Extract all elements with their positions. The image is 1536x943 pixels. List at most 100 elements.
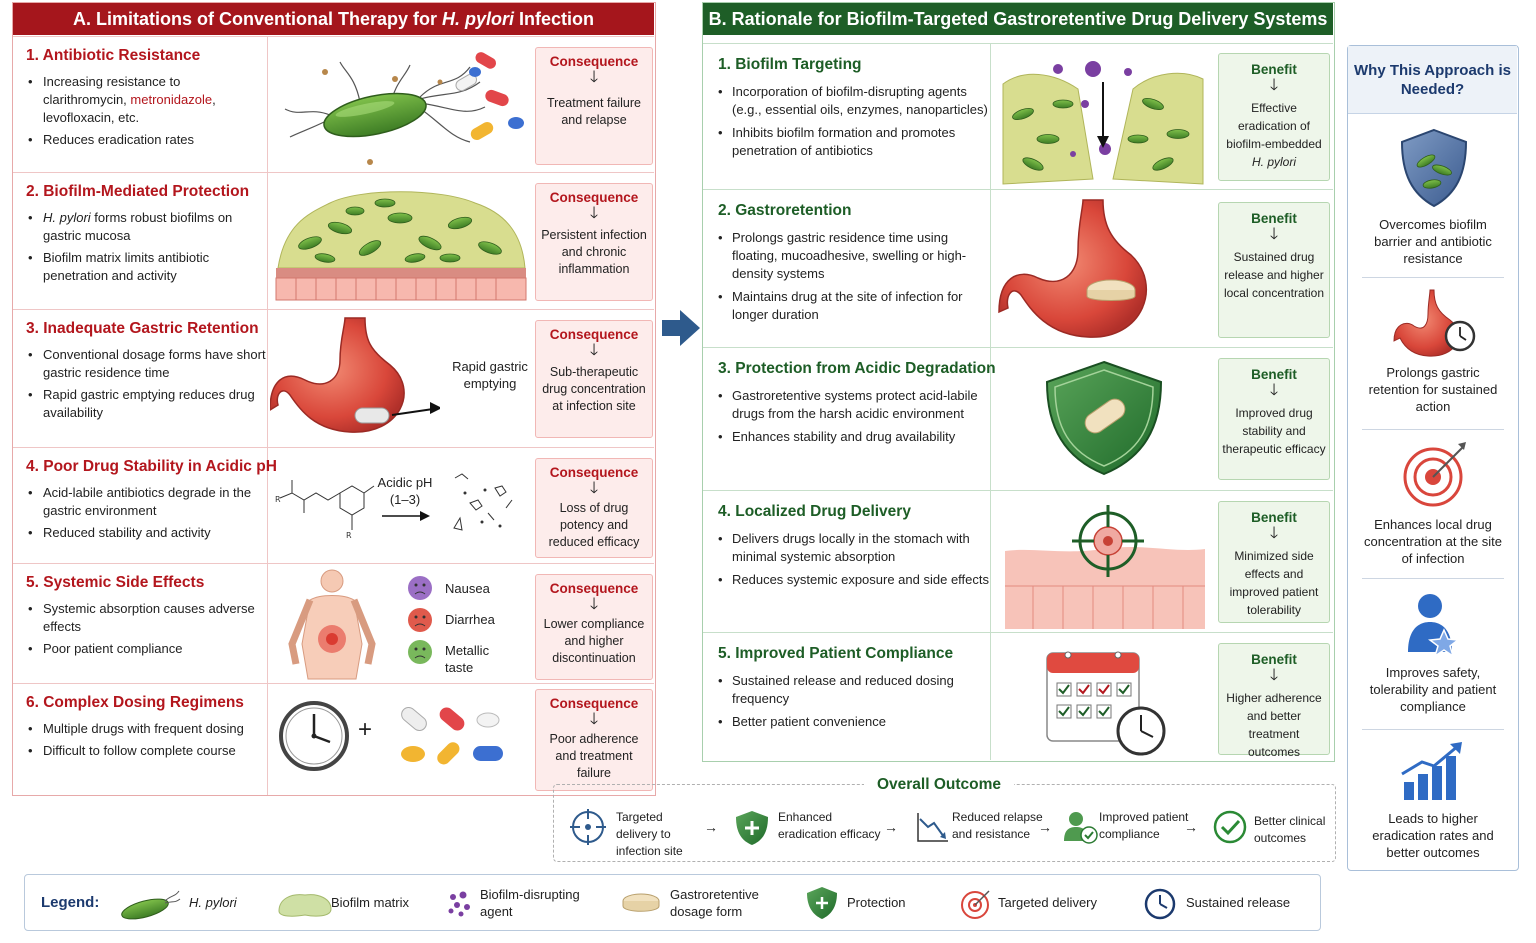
down-arrow-icon: 🡓 [1269, 382, 1279, 399]
why-item-safety: Improves safety, tolerability and patien… [1369, 665, 1497, 714]
dosage-form-legend-icon [622, 893, 660, 912]
legend: Legend: H. pylori Biofilm matrix Biofilm… [24, 874, 1321, 931]
overall-outcome-title: Overall Outcome [864, 776, 1014, 794]
gastric-emptying-label: Rapid gastric emptying [452, 359, 528, 391]
consequence-box: Consequence 🡓 Sub-therapeutic drug conce… [535, 320, 653, 438]
consequence-box: Consequence 🡓 Poor adherence and treatme… [535, 689, 653, 791]
bullet: Enhances stability and drug availability [718, 428, 990, 446]
target-icon [1005, 505, 1205, 629]
divider [1362, 277, 1504, 278]
bullet: Maintains drug at the site of infection … [718, 288, 990, 324]
biofilm-mucosa-illustration [270, 173, 532, 309]
biofilm-disrupting-agent-icon [448, 891, 470, 917]
body-icon [288, 569, 432, 680]
why-item-gastric-retention: Prolongs gastric retention for sustained… [1368, 365, 1498, 414]
panel-b-title: B. Rationale for Biofilm-Targeted Gastro… [703, 3, 1333, 35]
consequence-box: Consequence 🡓 Persistent infection and c… [535, 183, 653, 301]
down-arrow-icon: 🡓 [589, 596, 599, 613]
limitation-row-antibiotic-resistance: 1. Antibiotic Resistance Increasing resi… [13, 36, 654, 172]
why-item-eradication: Leads to higher eradication rates and be… [1372, 811, 1494, 860]
why-needed-panel: Why This Approach is Needed? Overcomes b… [1347, 45, 1519, 871]
row-title: 6. Complex Dosing Regimens [26, 694, 244, 711]
down-arrow-icon: 🡓 [589, 711, 599, 728]
benefit-box: Benefit 🡓 Effective eradication of biofi… [1218, 53, 1330, 181]
bullet: Sustained release and reduced dosing fre… [718, 672, 990, 708]
protection-legend-icon [807, 887, 837, 919]
bullet: H. pylori forms robust biofilms on gastr… [26, 209, 267, 245]
acid-degradation-illustration: R R Acidic pH (1–3) [270, 448, 532, 563]
clock-icon [279, 701, 503, 771]
bullet: Inhibits biofilm formation and promotes … [718, 124, 990, 160]
rationale-row-gastroretention: 2. Gastroretention Prolongs gastric resi… [703, 189, 1333, 347]
pills-icon [401, 707, 503, 765]
metallic-taste-face-icon [408, 640, 432, 664]
stomach-tablet-illustration [993, 190, 1215, 347]
shield-bacteria-icon [1400, 128, 1468, 208]
side-effects-illustration: Nausea Diarrhea Metallic taste [270, 564, 532, 683]
limitation-row-biofilm: 2. Biofilm-Mediated Protection H. pylori… [13, 172, 654, 309]
h-pylori-legend-icon [121, 890, 181, 920]
outcome-arrow-icon: → [704, 819, 718, 835]
target-icon [1403, 442, 1466, 507]
down-arrow-icon: 🡓 [1269, 667, 1279, 684]
bullet: Poor patient compliance [26, 640, 267, 658]
bullet: Reduced stability and activity [26, 524, 267, 542]
bullet: Better patient convenience [718, 713, 990, 731]
effect-nausea: Nausea [445, 581, 490, 596]
shield-capsule-icon [1045, 360, 1163, 476]
divider [1362, 578, 1504, 579]
bullet: Increasing resistance to clarithromycin,… [26, 73, 267, 127]
bullet: Reduces systemic exposure and side effec… [718, 571, 990, 589]
svg-text:R: R [275, 495, 281, 504]
row-title: 2. Gastroretention [718, 202, 852, 219]
benefit-box: Benefit 🡓 Sustained drug release and hig… [1218, 202, 1330, 338]
stomach-icon [998, 199, 1148, 338]
bullet: Gastroretentive systems protect acid-lab… [718, 387, 990, 423]
legend-targeted-delivery: Targeted delivery [998, 895, 1097, 910]
limitation-row-dosing-regimens: 6. Complex Dosing Regimens Multiple drug… [13, 683, 654, 795]
bullet: Acid-labile antibiotics degrade in the g… [26, 484, 267, 520]
bullet: Rapid gastric emptying reduces drug avai… [26, 386, 267, 422]
outcome-step-compliance: Improved patient compliance [1099, 810, 1189, 841]
check-circle-icon [1213, 810, 1247, 844]
biofilm-disruption-icon [1002, 61, 1204, 185]
down-arrow-icon: 🡓 [589, 205, 599, 222]
calendar-icon [1046, 651, 1166, 756]
transition-arrow-icon [662, 310, 700, 346]
outcome-step-eradication: Enhanced eradication efficacy [778, 810, 881, 841]
panel-b: B. Rationale for Biofilm-Targeted Gastro… [702, 2, 1335, 762]
patient-star-icon [1408, 594, 1460, 658]
limitation-row-side-effects: 5. Systemic Side Effects Systemic absorp… [13, 563, 654, 683]
bullet: Reduces eradication rates [26, 131, 267, 149]
row-title: 5. Systemic Side Effects [26, 574, 205, 591]
why-item-biofilm-barrier: Overcomes biofilm barrier and antibiotic… [1374, 217, 1492, 266]
legend-h-pylori: H. pylori [189, 895, 237, 910]
decline-chart-icon [917, 813, 948, 842]
down-arrow-icon: 🡓 [1269, 226, 1279, 243]
plus-sign: + [358, 716, 373, 743]
stomach-clock-icon [1393, 289, 1476, 357]
legend-dosage-form: Gastroretentive dosage form [670, 887, 759, 919]
benefit-box: Benefit 🡓 Minimized side effects and imp… [1218, 501, 1330, 623]
overall-outcome-box: Targeted delivery to infection site → En… [553, 784, 1336, 862]
bullet: Biofilm matrix limits antibiotic penetra… [26, 249, 267, 285]
row-title: 4. Localized Drug Delivery [718, 503, 911, 520]
panel-a-title: A. Limitations of Conventional Therapy f… [13, 3, 654, 35]
calendar-clock-illustration [993, 633, 1215, 760]
legend-protection: Protection [847, 895, 906, 910]
outcome-arrow-icon: → [1184, 819, 1198, 835]
limitation-row-gastric-retention: 3. Inadequate Gastric Retention Conventi… [13, 309, 654, 447]
legend-sustained-release: Sustained release [1186, 895, 1291, 910]
outcome-step-targeted-delivery: Targeted delivery to infection site [616, 810, 683, 858]
outcome-arrow-icon: → [884, 819, 898, 835]
bullet: Delivers drugs locally in the stomach wi… [718, 530, 990, 566]
row-title: 3. Inadequate Gastric Retention [26, 320, 259, 337]
outcome-step-relapse: Reduced relapse and resistance [952, 810, 1043, 841]
stomach-icon [269, 317, 442, 433]
patient-check-icon [1064, 812, 1098, 844]
shield-plus-icon [736, 811, 768, 845]
rationale-row-localized-delivery: 4. Localized Drug Delivery Delivers drug… [703, 490, 1333, 632]
bullet: Incorporation of biofilm-disrupting agen… [718, 83, 990, 119]
row-title: 1. Biofilm Targeting [718, 56, 862, 73]
nausea-face-icon [408, 576, 432, 600]
